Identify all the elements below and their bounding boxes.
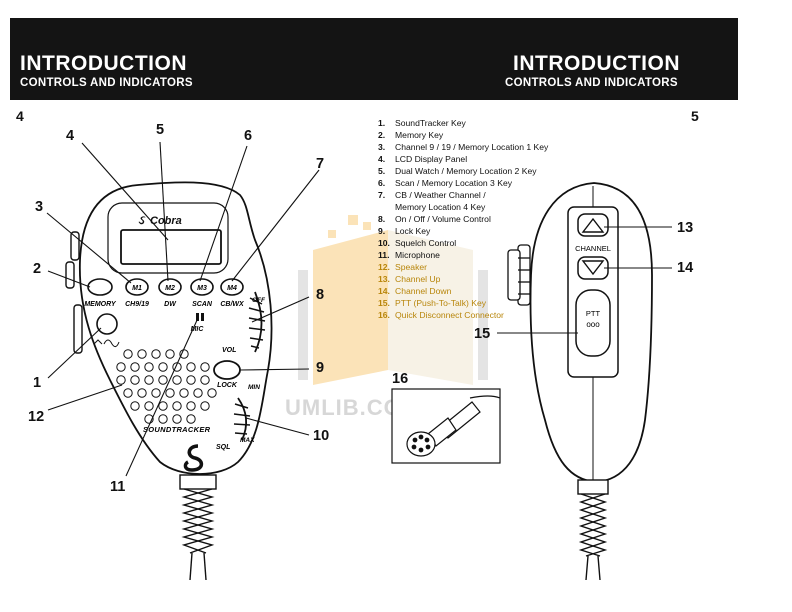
- scan-label: SCAN: [192, 301, 213, 308]
- callout-10: 10: [313, 428, 330, 444]
- m3-key: [190, 278, 214, 296]
- brand-label: Cobra: [150, 215, 182, 227]
- legend-item: 12.Speaker: [378, 262, 428, 272]
- ptt-key: [575, 289, 611, 357]
- callout-7: 7: [316, 156, 325, 172]
- leader-lines-right: [497, 226, 672, 334]
- right-header-title: INTRODUCTION: [513, 52, 680, 75]
- callout-9: 9: [316, 360, 325, 376]
- sql-label: SQL: [216, 444, 230, 451]
- cbwx-label: CB/WX: [220, 301, 245, 308]
- m4-key: [220, 278, 244, 296]
- vol-label: VOL: [222, 347, 236, 354]
- callout-3: 3: [35, 199, 44, 215]
- callout-15: 15: [474, 326, 491, 342]
- callout-13: 13: [677, 220, 694, 236]
- leader-lines-left: [46, 141, 320, 477]
- legend-item: 16.Quick Disconnect Connector: [378, 310, 504, 320]
- callout-11: 11: [110, 479, 126, 495]
- controls-legend: 1.SoundTracker Key 2.Memory Key 3.Channe…: [378, 117, 548, 321]
- dw-label: DW: [164, 301, 177, 308]
- callout-12: 12: [28, 409, 45, 425]
- watermark-logo: [298, 215, 488, 385]
- m4-label: M4: [227, 285, 237, 292]
- memory-label: MEMORY: [84, 301, 117, 308]
- legend-item: 11.Microphone: [378, 250, 440, 260]
- legend-item: 10.Squelch Control: [378, 238, 457, 248]
- mic-side-bracket: [507, 244, 531, 306]
- soundtracker-wave-icon: [93, 339, 120, 348]
- legend-item: 1.SoundTracker Key: [378, 118, 466, 128]
- left-header-subtitle: CONTROLS AND INDICATORS: [20, 77, 193, 89]
- right-header-subtitle: CONTROLS AND INDICATORS: [505, 77, 678, 89]
- speaker-grille: [116, 349, 217, 424]
- legend-item: 9.Lock Key: [378, 226, 431, 236]
- callout-1: 1: [33, 375, 42, 391]
- lock-label: LOCK: [217, 382, 238, 389]
- legend-item: 3.Channel 9 / 19 / Memory Location 1 Key: [378, 142, 549, 152]
- page-number-right: 5: [691, 108, 699, 124]
- mic-cord: [179, 474, 217, 581]
- mic-label: MIC: [191, 326, 205, 333]
- legend-item: 13.Channel Up: [378, 274, 441, 284]
- quick-disconnect-connector-icon: [406, 395, 501, 457]
- channel-down-icon: [581, 260, 605, 276]
- callout-14: 14: [677, 260, 694, 276]
- off-label: OFF: [252, 297, 266, 304]
- channel-label: CHANNEL: [575, 244, 611, 253]
- legend-item: 6.Scan / Memory Location 3 Key: [378, 178, 513, 188]
- memory-key: [87, 278, 113, 296]
- legend-item: 2.Memory Key: [378, 130, 444, 140]
- legend-item: 5.Dual Watch / Memory Location 2 Key: [378, 166, 537, 176]
- callout-6: 6: [244, 128, 253, 144]
- soundtracker-key: [96, 313, 118, 335]
- channel-up-key: [577, 213, 609, 237]
- page-header: INTRODUCTION CONTROLS AND INDICATORS INT…: [10, 18, 738, 100]
- m2-key: [158, 278, 182, 296]
- channel-up-icon: [581, 217, 605, 233]
- legend-item: 14.Channel Down: [378, 286, 452, 296]
- callout-4: 4: [66, 128, 75, 144]
- cobra-logo-icon: ઽ: [138, 213, 146, 227]
- legend-item: 7.CB / Weather Channel /: [378, 190, 486, 200]
- callout-16: 16: [392, 371, 409, 387]
- m3-label: M3: [197, 285, 207, 292]
- lcd-display-panel: [120, 229, 222, 265]
- max-label: MAX: [240, 437, 255, 444]
- legend-item: 4.LCD Display Panel: [378, 154, 468, 164]
- m1-key: [125, 278, 149, 296]
- side-cord: [577, 479, 609, 581]
- m2-label: M2: [165, 285, 175, 292]
- callout-5: 5: [156, 122, 165, 138]
- callout-2: 2: [33, 261, 42, 277]
- soundtracker-label: SOUNDTRACKER: [143, 425, 211, 434]
- cobra-emblem-icon: [183, 444, 204, 472]
- callout-8: 8: [316, 287, 325, 303]
- legend-item: 15.PTT (Push-To-Talk) Key: [378, 298, 487, 308]
- legend-item: 8.On / Off / Volume Control: [378, 214, 491, 224]
- page-number-left: 4: [16, 108, 24, 124]
- m1-label: M1: [132, 285, 142, 292]
- ptt-label: PTT: [586, 309, 601, 318]
- left-header-title: INTRODUCTION: [20, 52, 187, 75]
- squelch-wheel: [233, 403, 251, 435]
- min-label: MIN: [248, 384, 260, 391]
- ptt-dots: ooo: [586, 320, 600, 329]
- legend-item-continued: Memory Location 4 Key: [395, 202, 486, 212]
- ch919-label: CH9/19: [125, 301, 149, 308]
